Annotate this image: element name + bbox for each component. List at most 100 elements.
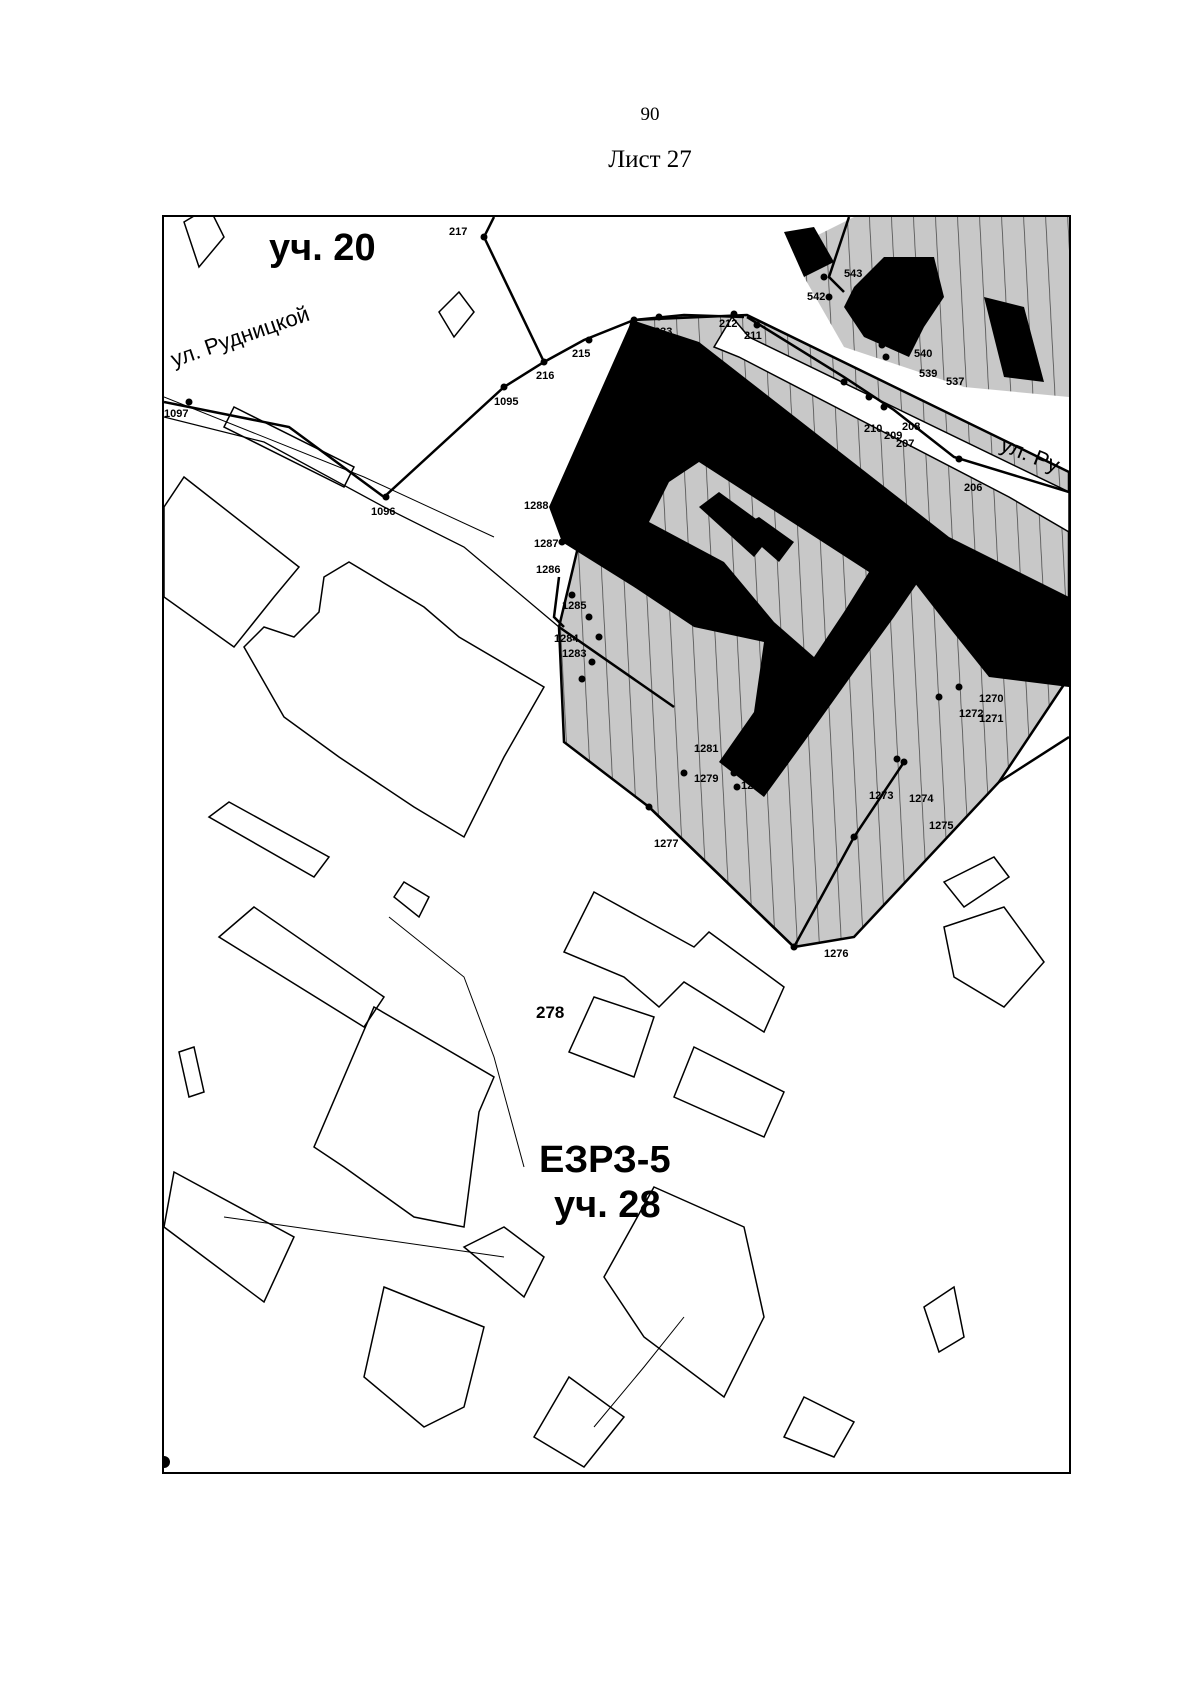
page-number: 90 — [640, 104, 660, 125]
survey-point — [185, 398, 193, 406]
street-strip-right — [712, 315, 1069, 533]
boundary-line — [746, 315, 1069, 494]
survey-point — [730, 310, 738, 318]
boundary-line — [482, 217, 496, 238]
building-outline — [392, 880, 430, 919]
building-outline — [782, 1395, 856, 1458]
point-label: 1285 — [562, 600, 586, 612]
building-outline — [942, 856, 1011, 909]
point-label: 216 — [536, 370, 554, 382]
point-label: 540 — [914, 348, 932, 360]
building-outline — [363, 1285, 485, 1428]
point-labels: 217 216 215 233 212 211 1095 1097 1096 1… — [164, 226, 1003, 960]
survey-point — [680, 769, 688, 777]
boundary-line — [552, 576, 565, 628]
survey-point — [630, 316, 638, 324]
survey-point — [850, 833, 858, 841]
point-label: 212 — [719, 318, 737, 330]
building-outline — [603, 1186, 765, 1399]
boundary-line — [482, 236, 546, 363]
point-label: 1274 — [909, 793, 934, 805]
survey-point — [578, 675, 586, 683]
point-label: 215 — [572, 348, 590, 360]
building-outline — [217, 906, 386, 1029]
building-outline — [462, 1226, 545, 1299]
point-label: 1275 — [929, 820, 953, 832]
point-label: 1097 — [164, 408, 188, 420]
survey-point — [893, 755, 901, 763]
point-label: 206 — [964, 482, 982, 494]
road-edge — [383, 506, 560, 628]
street-label-left: ул. Рудницкой — [167, 301, 312, 372]
point-label: 539 — [919, 368, 937, 380]
survey-point — [820, 273, 828, 281]
survey-point — [595, 633, 603, 641]
building-wing — [879, 537, 1069, 687]
point-label: 1095 — [494, 396, 518, 408]
point-label: 209 — [884, 430, 902, 442]
survey-point — [558, 538, 566, 546]
point-label: 1272 — [959, 708, 983, 720]
point-label: 537 — [946, 376, 964, 388]
survey-point — [753, 321, 761, 329]
point-label: 217 — [449, 226, 467, 238]
plot-number-label: 278 — [536, 1003, 564, 1022]
building-outline — [943, 906, 1045, 1008]
survey-point — [840, 378, 848, 386]
building-outline — [313, 1005, 495, 1228]
road-edge — [164, 416, 385, 508]
survey-point — [900, 758, 908, 766]
building-outline — [673, 1045, 785, 1138]
point-label: 542 — [807, 291, 825, 303]
point-label: 1287 — [534, 538, 558, 550]
survey-point — [955, 683, 963, 691]
survey-point — [725, 753, 733, 761]
paths — [164, 396, 685, 1428]
survey-point — [585, 336, 593, 344]
survey-point — [882, 353, 890, 361]
sheet-title: Лист 27 — [608, 146, 692, 173]
survey-point — [655, 313, 663, 321]
survey-point — [730, 769, 738, 777]
point-label: 1288 — [524, 500, 548, 512]
top-plot-label: уч. 20 — [269, 227, 376, 269]
point-label: 1270 — [979, 693, 1003, 705]
point-label: 1280 — [739, 760, 763, 772]
survey-point — [880, 403, 888, 411]
survey-point — [588, 658, 596, 666]
point-label: 211 — [744, 330, 762, 342]
building-outline — [222, 405, 356, 489]
survey-point — [568, 591, 576, 599]
survey-point — [935, 693, 943, 701]
point-label: 1279 — [694, 773, 718, 785]
building-block — [984, 297, 1044, 382]
survey-point — [865, 393, 873, 401]
point-label: 208 — [902, 421, 920, 433]
point-label: 1286 — [536, 564, 560, 576]
zone-code-label: ЕЗРЗ-5 — [539, 1139, 671, 1181]
survey-point — [382, 493, 390, 501]
survey-point — [955, 455, 963, 463]
point-label: 233 — [654, 326, 672, 338]
survey-point — [540, 358, 548, 366]
point-label: 207 — [896, 438, 914, 450]
point-label: 210 — [864, 423, 882, 435]
point-label: 1281 — [694, 743, 718, 755]
building-block — [784, 227, 834, 277]
inner-block — [739, 517, 794, 562]
boundary-line — [558, 625, 675, 709]
survey-point — [164, 1456, 170, 1468]
building-outline — [562, 890, 785, 1034]
point-label: 1096 — [371, 506, 395, 518]
path-line — [388, 916, 525, 1168]
survey-point — [645, 803, 653, 811]
building-outline — [164, 1170, 295, 1304]
survey-points — [164, 233, 963, 1468]
background-buildings — [164, 217, 1045, 1468]
road-edges — [164, 416, 560, 628]
survey-point — [480, 233, 488, 241]
point-label: 1283 — [562, 648, 586, 660]
survey-point — [585, 613, 593, 621]
building-outline — [243, 561, 546, 839]
building-outline — [567, 996, 655, 1078]
